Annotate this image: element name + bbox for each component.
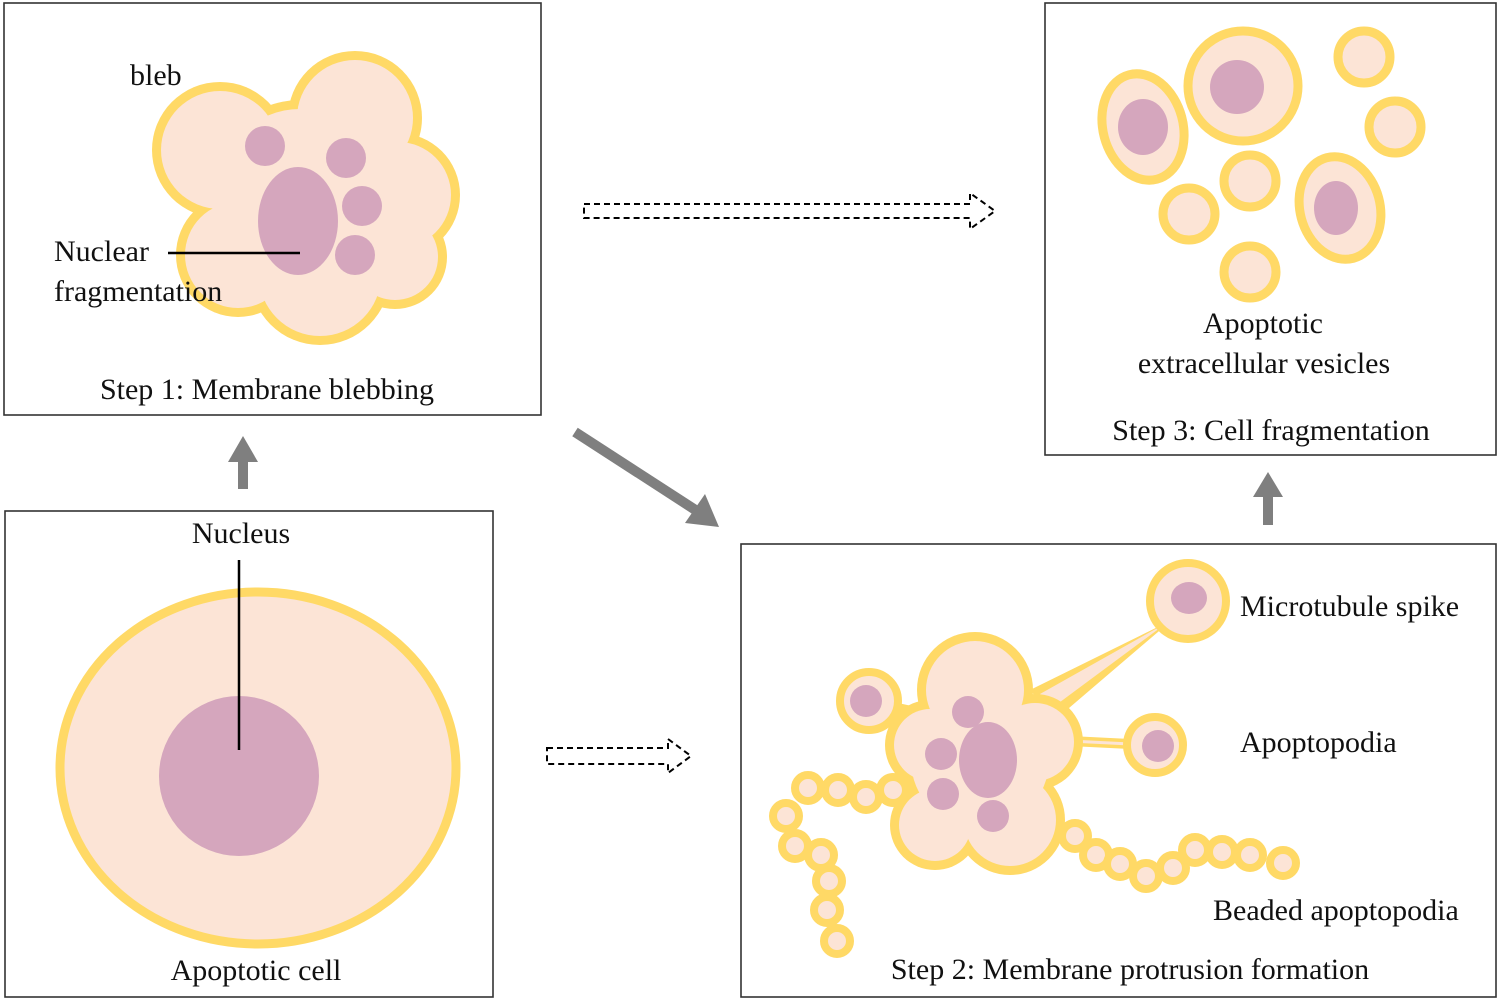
vesicles-label-line2: extracellular vesicles <box>1138 347 1390 380</box>
protruding-cell <box>885 632 1083 875</box>
nuclear-label-line1: Nuclear <box>54 235 149 268</box>
step1-caption: Step 1: Membrane blebbing <box>100 373 434 406</box>
apoptopodia-label: Apoptopodia <box>1240 726 1397 759</box>
panel-apoptotic-cell: Nucleus Apoptotic cell <box>4 510 494 998</box>
panel-step1: bleb Nuclear fragmentation Step 1: Membr… <box>3 2 542 416</box>
panel-step2-frame <box>740 543 1497 998</box>
beaded-apoptopodia-label: Beaded apoptopodia <box>1213 894 1459 927</box>
apoptotic-cell-nucleus <box>159 696 319 856</box>
arrow-step1-to-step2 <box>572 427 719 527</box>
vesicles-label-line1: Apoptotic <box>1203 307 1323 340</box>
arrow-step2-to-step3 <box>1253 472 1283 525</box>
blebbing-cell <box>152 51 460 345</box>
arrow-cell-to-step1 <box>228 436 258 489</box>
panel-step3: Apoptotic extracellular vesicles Step 3:… <box>1044 2 1497 456</box>
microtubule-spike-label: Microtubule spike <box>1240 590 1459 623</box>
step2-caption: Step 2: Membrane protrusion formation <box>891 953 1369 986</box>
beaded-chain-left <box>769 771 910 958</box>
arrow-step1-to-step3-dashed <box>583 191 997 231</box>
apoptotic-cell-caption: Apoptotic cell <box>171 954 342 987</box>
step3-caption: Step 3: Cell fragmentation <box>1112 414 1429 447</box>
panel-step2: Microtubule spike Apoptopodia Beaded apo… <box>740 543 1497 998</box>
bleb-label: bleb <box>130 59 182 92</box>
arrow-cell-to-step2-dashed <box>546 737 693 775</box>
nuclear-label-line2: fragmentation <box>54 275 222 308</box>
nuclear-fragments <box>245 126 382 275</box>
beaded-chain-right <box>1058 819 1300 893</box>
nucleus-label: Nucleus <box>192 517 290 550</box>
